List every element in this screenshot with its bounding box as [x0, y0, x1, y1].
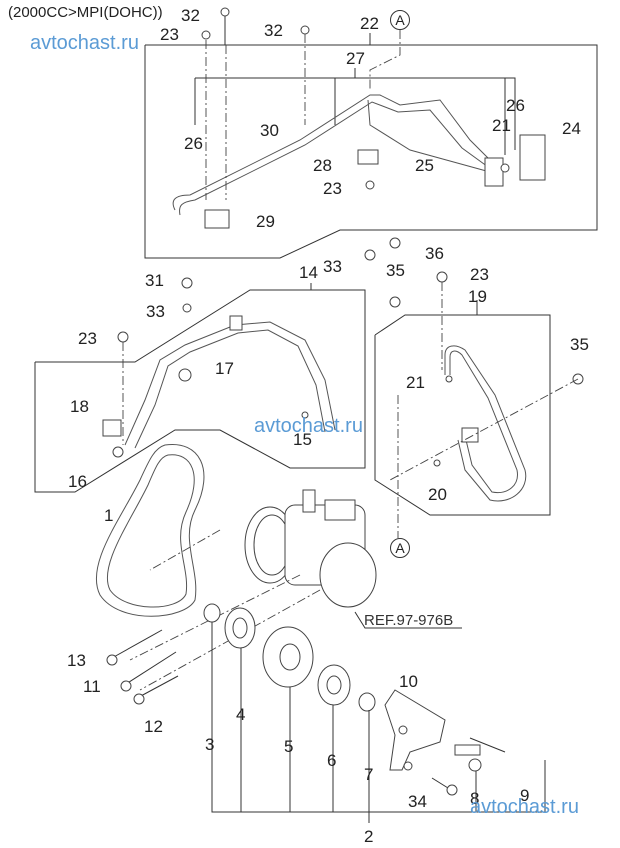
callout-32: 32	[181, 6, 200, 25]
callout-35: 35	[570, 335, 589, 354]
callout-18: 18	[70, 397, 89, 416]
callout-9: 9	[520, 786, 530, 805]
top-fasteners	[201, 7, 310, 200]
callout-36: 36	[425, 244, 444, 263]
callout-21: 21	[492, 116, 511, 135]
callout-leaders	[211, 622, 546, 823]
callout-29: 29	[256, 212, 275, 231]
ref-leader	[354, 611, 462, 629]
ac-compressor	[244, 489, 377, 608]
callout-25: 25	[415, 156, 434, 175]
suction-hose-14	[102, 315, 336, 458]
idler-assembly	[203, 603, 376, 712]
group-box-14	[34, 283, 366, 493]
diagram-title: (2000CC>MPI(DOHC))	[8, 4, 163, 21]
callout-33: 33	[146, 302, 165, 321]
mount-line-1	[149, 529, 221, 571]
bolts-11-12-13	[106, 629, 179, 705]
watermark: avtochast.ru	[254, 415, 363, 437]
callout-6: 6	[327, 751, 337, 770]
callout-3: 3	[205, 735, 215, 754]
discharge-pipe-top	[172, 94, 546, 229]
group-box-19	[374, 300, 551, 516]
callout-35: 35	[386, 261, 405, 280]
callout-7: 7	[364, 765, 374, 784]
callout-23: 23	[323, 179, 342, 198]
callout-5: 5	[284, 737, 294, 756]
callout-20: 20	[428, 485, 447, 504]
callout-30: 30	[260, 121, 279, 140]
callout-8: 8	[470, 789, 480, 808]
callout-14: 14	[299, 263, 318, 282]
connector-a-marker: A	[390, 538, 410, 558]
callout-31: 31	[145, 271, 164, 290]
tensioner-bracket-10	[384, 689, 506, 796]
callout-16: 16	[68, 472, 87, 491]
discharge-hose-19	[433, 345, 527, 502]
watermark: avtochast.ru	[30, 32, 139, 54]
callout-23: 23	[160, 25, 179, 44]
connector-a-marker: A	[390, 10, 410, 30]
callout-1: 1	[104, 506, 114, 525]
callout-17: 17	[215, 359, 234, 378]
mount-line-2	[129, 574, 301, 661]
callout-27: 27	[346, 49, 365, 68]
callout-19: 19	[468, 287, 487, 306]
group-box-22	[144, 33, 598, 259]
callout-24: 24	[562, 119, 581, 138]
callout-11: 11	[83, 677, 101, 696]
callout-21: 21	[406, 373, 425, 392]
callout-2: 2	[364, 827, 374, 846]
callout-28: 28	[313, 156, 332, 175]
callout-12: 12	[144, 717, 163, 736]
callout-4: 4	[236, 705, 246, 724]
drive-belt-1	[95, 443, 205, 617]
connector-a-line	[369, 30, 401, 90]
callout-23: 23	[78, 329, 97, 348]
callout-15: 15	[293, 430, 312, 449]
callout-22: 22	[360, 14, 379, 33]
watermark: avtochast.ru	[470, 796, 579, 818]
callout-32: 32	[264, 21, 283, 40]
right-fasteners	[364, 237, 584, 538]
bracket-27	[194, 68, 516, 155]
callout-33: 33	[323, 257, 342, 276]
callout-26: 26	[184, 134, 203, 153]
left-fasteners	[117, 277, 193, 445]
reference-label: REF.97-976B	[364, 612, 454, 629]
callout-23: 23	[470, 265, 489, 284]
callout-34: 34	[408, 792, 427, 811]
callout-13: 13	[67, 651, 86, 670]
callout-10: 10	[399, 672, 418, 691]
callout-26: 26	[506, 96, 525, 115]
